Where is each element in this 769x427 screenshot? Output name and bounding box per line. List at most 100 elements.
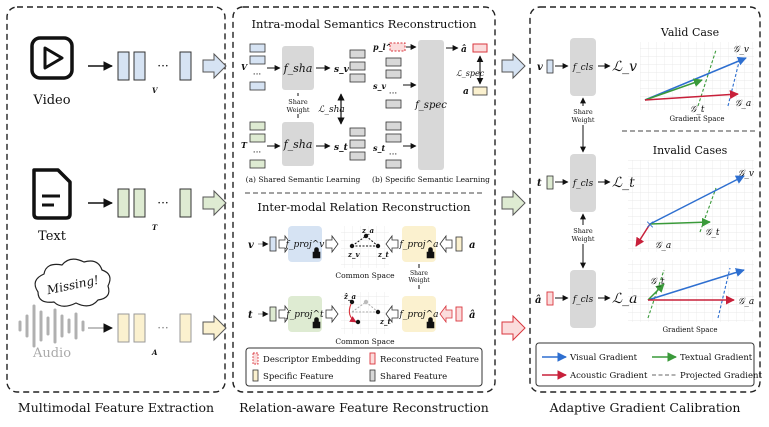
shared-semantic-learning: ··· V f_sha s_v Share Weight ℒ_sha ··· T xyxy=(241,43,366,184)
svg-text:v: v xyxy=(537,62,543,73)
g-t-invalid-1: 𝒢_t xyxy=(705,228,720,238)
svg-text:s_t: s_t xyxy=(373,143,386,153)
legend-specific: Specific Feature xyxy=(263,372,333,382)
extraction-caption: Multimodal Feature Extraction xyxy=(18,400,214,415)
audio-feature-sequence: ··· A xyxy=(117,313,192,357)
gradient-space-label-1: Gradient Space xyxy=(669,115,724,123)
inter-title: Inter-modal Relation Reconstruction xyxy=(257,200,471,214)
common-space-top: Common Space xyxy=(335,271,395,280)
feat-a-label: A xyxy=(151,348,158,357)
text-feature-sequence: ··· T xyxy=(117,188,192,232)
svg-text:···: ··· xyxy=(389,89,398,99)
valid-title: Valid Case xyxy=(660,26,719,39)
svg-text:Weight: Weight xyxy=(408,277,430,284)
invalid-title: Invalid Cases xyxy=(653,144,728,157)
f-proj-v: f_proj^v xyxy=(285,240,325,250)
svg-text:×: × xyxy=(645,218,654,231)
legend-descriptor: Descriptor Embedding xyxy=(263,355,361,365)
f-cls-2: f_cls xyxy=(572,179,594,189)
svg-text:a: a xyxy=(469,240,475,251)
svg-text:Weight: Weight xyxy=(286,106,309,114)
svg-text:s_v: s_v xyxy=(334,65,350,75)
legend-reconstructed: Reconstructed Feature xyxy=(380,355,479,365)
gradient-legend: Visual Gradient Textual Gradient Acousti… xyxy=(535,342,763,387)
reconstruction-legend: Descriptor Embedding Reconstructed Featu… xyxy=(245,347,483,387)
calibration-panel: Adaptive Gradient Calibration v f_cls ℒ_… xyxy=(529,6,763,415)
text-label: Text xyxy=(38,229,67,244)
gradient-space-invalid-1: × 𝒢_v 𝒢_t 𝒢_a xyxy=(628,160,754,252)
intra-title: Intra-modal Semantics Reconstruction xyxy=(251,17,477,31)
g-t-valid: 𝒢_t xyxy=(690,105,705,115)
svg-text:p_l^m: p_l^m xyxy=(373,42,401,52)
f-proj-a-bottom: f_proj^a xyxy=(398,310,438,320)
sub-caption-b: (b) Specific Semantic Learning xyxy=(372,175,490,184)
svg-text:s_t: s_t xyxy=(334,143,349,153)
common-space-bottom: Common Space xyxy=(335,337,395,346)
g-v-valid: 𝒢_v xyxy=(733,45,749,55)
svg-text:â: â xyxy=(461,44,467,55)
loss-v: ℒ_v xyxy=(612,59,637,75)
gradient-space-label-2: Gradient Space xyxy=(662,326,717,334)
g-a-valid: 𝒢_a xyxy=(735,99,751,109)
panel-arrows xyxy=(202,52,526,342)
legend-acoustic: Acoustic Gradient xyxy=(569,371,648,381)
svg-text:···: ··· xyxy=(157,196,168,210)
feat-v-label: V xyxy=(152,86,159,95)
g-v-invalid-1: 𝒢_v xyxy=(738,169,754,179)
reconstruction-caption: Relation-aware Feature Reconstruction xyxy=(239,400,489,415)
svg-text:Weight: Weight xyxy=(571,116,594,124)
svg-text:s_v: s_v xyxy=(373,81,387,91)
f-cls-1: f_cls xyxy=(572,63,594,73)
svg-text:t: t xyxy=(537,178,542,189)
svg-text:Share: Share xyxy=(410,270,428,277)
audio-waveform-icon xyxy=(18,304,85,348)
reconstruction-panel: Relation-aware Feature Reconstruction In… xyxy=(232,6,496,415)
extraction-panel: Multimodal Feature Extraction Video ··· … xyxy=(6,6,226,415)
legend-projected: Projected Gradient xyxy=(680,371,763,381)
svg-text:T: T xyxy=(241,140,248,150)
svg-text:V: V xyxy=(241,62,248,72)
svg-text:ẑ_a: ẑ_a xyxy=(343,292,356,301)
legend-textual: Textual Gradient xyxy=(680,353,753,363)
inter-modal-relation: v f_proj^v z_a z_v z_t Common Space f_pr… xyxy=(248,226,475,346)
legend-shared: Shared Feature xyxy=(380,372,447,382)
svg-text:···: ··· xyxy=(157,59,168,73)
f-sha-top: f_sha xyxy=(283,62,313,75)
f-sha-bottom: f_sha xyxy=(283,138,313,151)
svg-text:z_a: z_a xyxy=(361,226,374,235)
missing-cloud: Missing! xyxy=(34,258,111,307)
g-a-invalid-1: 𝒢_a xyxy=(655,241,671,251)
gradient-space-invalid-2: 𝒢_t 𝒢_a xyxy=(628,260,754,322)
gradient-space-valid: 𝒢_v 𝒢_t 𝒢_a xyxy=(640,42,754,115)
lock-icon xyxy=(426,317,435,329)
svg-text:···: ··· xyxy=(253,70,262,80)
specific-semantic-learning: p_l^m s_v ··· s_t ··· f_spec â ℒ_spec a … xyxy=(372,40,490,184)
svg-text:t: t xyxy=(248,310,253,321)
svg-text:Share: Share xyxy=(573,108,593,116)
svg-text:z_v: z_v xyxy=(347,250,360,259)
svg-text:Share: Share xyxy=(573,227,593,235)
f-proj-a-top: f_proj^a xyxy=(398,240,438,250)
calibration-caption: Adaptive Gradient Calibration xyxy=(549,400,741,415)
lock-icon xyxy=(312,247,321,259)
lock-icon xyxy=(312,317,321,329)
svg-text:z_t: z_t xyxy=(377,250,389,259)
video-icon xyxy=(30,36,74,80)
feat-t-label: T xyxy=(152,223,158,232)
legend-visual: Visual Gradient xyxy=(569,353,638,363)
svg-text:Share: Share xyxy=(288,98,308,106)
f-spec: f_spec xyxy=(414,100,447,111)
svg-text:···: ··· xyxy=(389,150,398,160)
document-icon xyxy=(32,168,72,220)
loss-spec: ℒ_spec xyxy=(456,69,485,78)
f-proj-t: f_proj^t xyxy=(285,310,324,320)
g-t-invalid-2: 𝒢_t xyxy=(650,277,665,287)
sub-caption-a: (a) Shared Semantic Learning xyxy=(246,175,361,184)
svg-text:···: ··· xyxy=(157,321,168,335)
loss-sha: ℒ_sha xyxy=(318,105,345,115)
f-cls-3: f_cls xyxy=(572,295,594,305)
svg-text:z_t: z_t xyxy=(379,317,391,326)
svg-text:â: â xyxy=(469,310,475,321)
g-a-invalid-2: 𝒢_a xyxy=(738,297,754,307)
